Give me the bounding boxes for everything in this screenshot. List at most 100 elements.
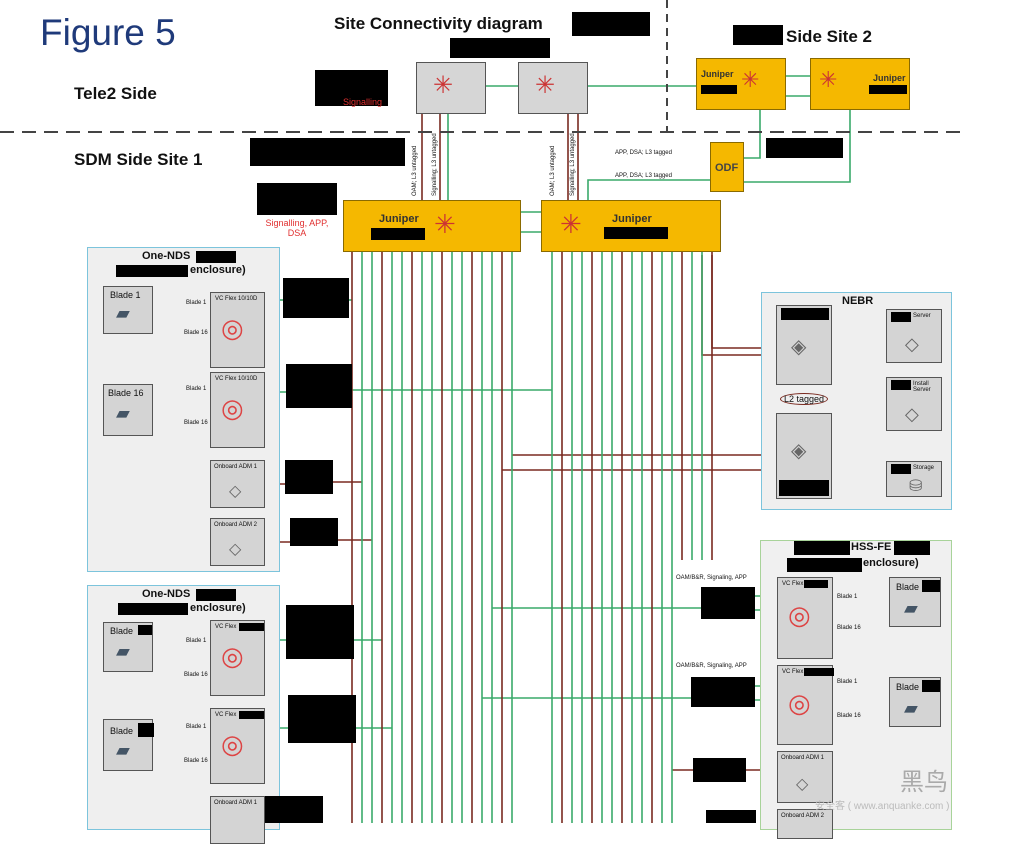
blade-label: Blade [110,626,134,636]
enclosure-label: enclosure) [863,557,919,569]
redaction [257,183,337,215]
redaction [371,228,425,240]
install-server-label: Install Server [913,381,931,393]
sdm-side-site1-label: SDM Side Site 1 [74,150,203,169]
router-icon: ✳ [741,67,760,92]
link-label: OAM; L3 untagged [412,145,418,196]
blade-last: Blade▰ [103,719,154,771]
redaction [138,625,152,635]
redaction [869,85,907,94]
blade-1: Blade 1▰ [103,286,153,334]
watermark-url: 安全客 ( www.anquanke.com ) [815,801,950,812]
storage-icon: ⛁ [909,478,923,495]
sdm-juniper-1: Juniper ✳ [343,200,521,252]
port-label: Blade 16 [184,420,208,426]
blade-16: Blade 16 ▰ [103,384,153,436]
vc-flex-2: VC Flex 10/10D◎ [210,372,265,448]
signalling-label: Signalling [343,97,383,107]
switch-icon: ◎ [221,641,244,671]
redaction [891,464,911,474]
nebr-switch-2: ◈ [776,413,832,499]
adm-label: Onboard ADM 2 [781,813,825,819]
disk-icon: ◇ [796,776,809,793]
router-icon: ✳ [819,67,838,92]
tele2-router-1: ✳ [416,62,486,114]
switch-icon: ◎ [221,313,244,343]
router-icon: ✳ [535,72,556,99]
link-label: OAM/B&R, Signaling, APP [676,663,747,669]
switch-icon: ◎ [788,600,811,630]
link-label: Signalling; L3 untagged [432,133,438,196]
enclosure-name: HSS-FE [851,541,892,553]
redaction [285,460,333,494]
server-icon: ▰ [116,740,130,760]
redaction [701,587,755,619]
hss-fe-enclosure: HSS-FE enclosure) VC Flex ◎ VC Flex ◎ Blad… [760,540,952,839]
juniper-label: Juniper [701,69,734,79]
adm-label: Onboard ADM 1 [781,755,825,761]
blade-label: Blade 16 [108,388,144,398]
vc-flex-label: VC Flex 10/10D [215,296,258,302]
vc-flex-label: VC Flex [782,669,804,675]
port-label: Blade 1 [186,300,207,306]
onboard-adm-1: Onboard ADM 1 ◇ [777,751,833,803]
vc-flex-label: VC Flex 10/10D [215,376,258,382]
redaction [804,668,834,676]
redaction [315,70,388,106]
switch-icon: ◎ [788,688,811,718]
redaction [116,265,188,277]
redaction [239,623,264,631]
blade-first: Blade▰ [889,577,941,627]
router-icon: ✳ [434,209,456,239]
figure-title: Figure 5 [40,12,176,53]
redaction [922,680,940,692]
diagram-title: Site Connectivity diagram [334,14,543,33]
link-line [587,179,710,200]
tele2-side-label: Tele2 Side [74,84,157,103]
vc-flex-1: VC Flex ◎ [777,577,833,659]
vc-flex-label: VC Flex [782,581,804,587]
link-label: APP, DSA; L3 tagged [615,150,672,156]
server-icon: ▰ [116,303,130,323]
blade-label: Blade [896,682,920,692]
redaction [290,518,338,546]
storage-label: Storage [913,465,935,471]
router-icon: ✳ [560,209,582,239]
port-label: Blade 16 [837,713,861,719]
redaction [450,38,550,58]
switch-icon: ◎ [221,729,244,759]
onboard-adm-2: Onboard ADM 2◇ [210,518,265,566]
link-label: APP, DSA; L3 tagged [615,173,672,179]
vc-flex-label: VC Flex [215,712,237,718]
install-server-box: Install Server◇ [886,377,942,431]
redaction [265,796,323,823]
juniper-label: Juniper [873,73,906,83]
port-label: Blade 16 [184,758,208,764]
redaction [196,589,236,601]
watermark-brand: 黑鸟 [900,769,948,796]
onboard-adm-2: Onboard ADM 2 [777,809,833,839]
site2-juniper-2: ✳ Juniper [810,58,910,110]
blade-last: Blade▰ [889,677,941,727]
port-label: Blade 16 [184,672,208,678]
sdm-juniper-2: ✳ Juniper [541,200,721,252]
server-box: Server◇ [886,309,942,363]
server-label: Server [913,313,931,319]
switch-icon: ◈ [791,336,807,358]
redaction [239,711,264,719]
redaction [691,677,755,707]
redaction [891,380,911,390]
port-label: Blade 1 [186,724,207,730]
redaction [779,480,829,496]
port-label: Blade 1 [837,594,858,600]
onboard-adm-1: Onboard ADM 1 [210,796,265,844]
one-nds-enclosure-2: One-NDS enclosure) Blade▰ Blade▰ VC Flex… [87,585,280,844]
nebr-title: NEBR [842,295,874,307]
side-site2-label: Side Site 2 [786,27,872,46]
onboard-adm-1: Onboard ADM 1◇ [210,460,265,508]
redaction [604,227,668,239]
port-label: Blade 1 [186,638,207,644]
one-nds-enclosure-1: One-NDS enclosure) Blade 1▰ Blade 16▰ VC… [87,247,280,572]
redaction [733,25,783,45]
server-icon: ▰ [116,403,130,423]
